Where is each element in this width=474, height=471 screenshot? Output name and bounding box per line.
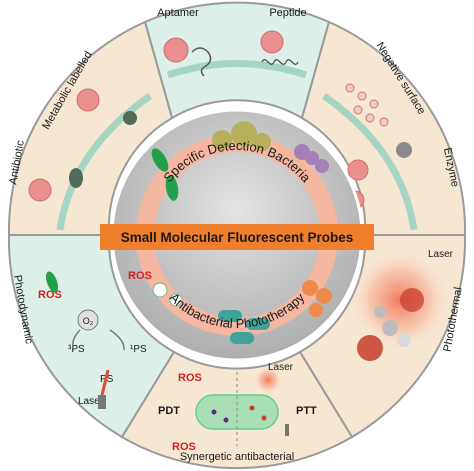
title-band <box>100 224 374 250</box>
enzyme-icon <box>396 142 412 158</box>
pdt-laser: Laser <box>78 396 104 407</box>
pdt-ros-1: ROS <box>38 289 62 301</box>
pdt-1ps: ¹PS <box>130 344 147 355</box>
laser-device-icon <box>98 395 106 409</box>
laser-beam <box>100 369 110 396</box>
syn-ros-bottom: ROS <box>172 441 196 453</box>
surface-beads <box>345 83 389 127</box>
membrane-left <box>56 93 152 231</box>
ptt-glow <box>350 250 450 361</box>
virus-icon <box>76 88 100 112</box>
membrane-top <box>166 60 308 79</box>
synergetic-laser-icon <box>285 424 289 436</box>
pdt-cycle: O₂ ROS ROS ³PS ¹PS PS Laser <box>38 270 152 409</box>
page-title: Small Molecular Fluorescent Probes <box>121 230 354 245</box>
membranes <box>56 60 418 231</box>
bacteria-cluster <box>151 121 332 344</box>
syn-laser: Laser <box>268 362 294 373</box>
syn-ros-top: ROS <box>178 372 202 384</box>
ptt-laser: Laser <box>428 249 454 260</box>
peptide-coil <box>261 59 299 65</box>
virus-icon <box>347 159 369 181</box>
metabolic-probe-icon <box>123 111 137 125</box>
sector-antibiotic-metabolic <box>7 20 174 236</box>
membrane-right <box>322 93 418 231</box>
label-synergetic: Synergetic antibacterial <box>180 451 294 463</box>
virus-icon <box>28 178 52 202</box>
synergetic-cell <box>195 366 289 446</box>
sector-surface-enzyme <box>300 20 467 236</box>
antibiotic-probe-icon <box>69 168 83 188</box>
pdt-3ps: ³PS <box>68 344 85 355</box>
o2-label: O₂ <box>83 316 94 326</box>
virus-icon <box>260 30 284 54</box>
syn-pdt: PDT <box>158 405 180 417</box>
virus-markers <box>28 30 369 210</box>
virus-icon <box>163 37 189 63</box>
syn-ptt: PTT <box>296 405 317 417</box>
pdt-ros-2: ROS <box>128 270 152 282</box>
label-aptamer: Aptamer <box>157 7 199 19</box>
label-peptide: Peptide <box>269 7 306 19</box>
aptamer-strand <box>191 47 212 77</box>
